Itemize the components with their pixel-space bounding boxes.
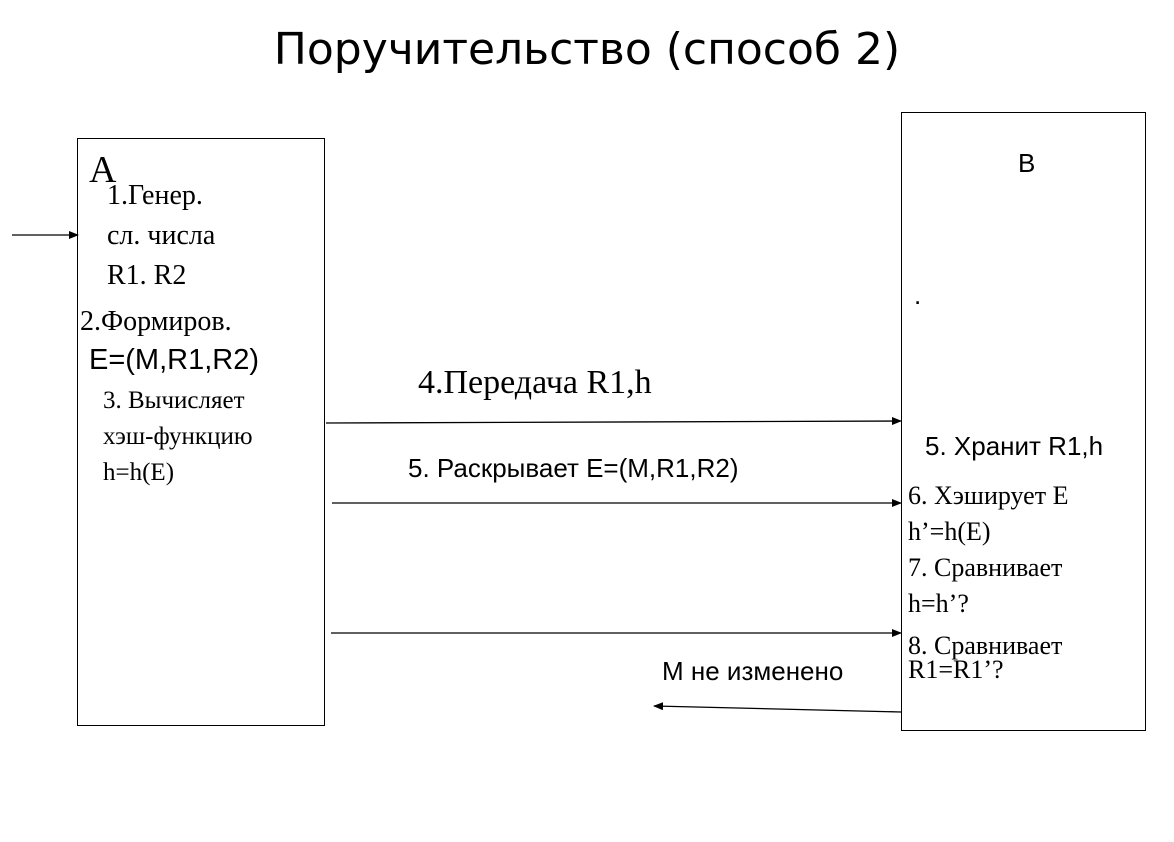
party-b-label: B [1018,148,1036,178]
party-b-step-8-line-2: R1=R1’? [908,655,1004,684]
party-a-step-1-line-2: сл. числа [107,220,216,251]
return-arrow [653,702,902,713]
party-b-dot: . [914,280,922,310]
party-a-step-3-line-3: h=h(E) [103,459,175,486]
party-a-step-3-line-2: хэш-функцию [103,423,253,450]
party-a-step-3-line-1: 3. Вычисляет [103,387,245,414]
party-a-box [77,138,325,726]
party-a-step-1-line-1: 1.Генер. [107,180,203,211]
party-a-label: А [89,149,117,191]
message-reveal-label: 5. Раскрывает E=(M,R1,R2) [408,453,739,483]
party-b-box [901,112,1146,731]
transfer-arrow [325,417,902,426]
party-b-step-5: 5. Хранит R1,h [925,431,1104,461]
party-b-step-7-line-2: h=h’? [908,589,969,618]
party-b-step-6-line-1: 6. Хэширует Е [908,481,1069,510]
party-b-step-7-line-1: 7. Сравнивает [908,553,1063,582]
party-a-step-2-line-1: 2.Формиров. [80,306,232,337]
party-b-step-8-line-1: 8. Сравнивает [908,631,1063,660]
page-title: Поручительство (способ 2) [273,24,901,75]
party-a-step-1-line-3: R1. R2 [107,260,187,291]
party-b-step-6-line-2: h’=h(E) [908,517,991,546]
party-a-step-2-line-2: E=(M,R1,R2) [89,344,260,376]
message-unchanged-label: M не изменено [662,656,844,686]
message-transfer-label: 4.Передача R1,h [418,364,652,401]
